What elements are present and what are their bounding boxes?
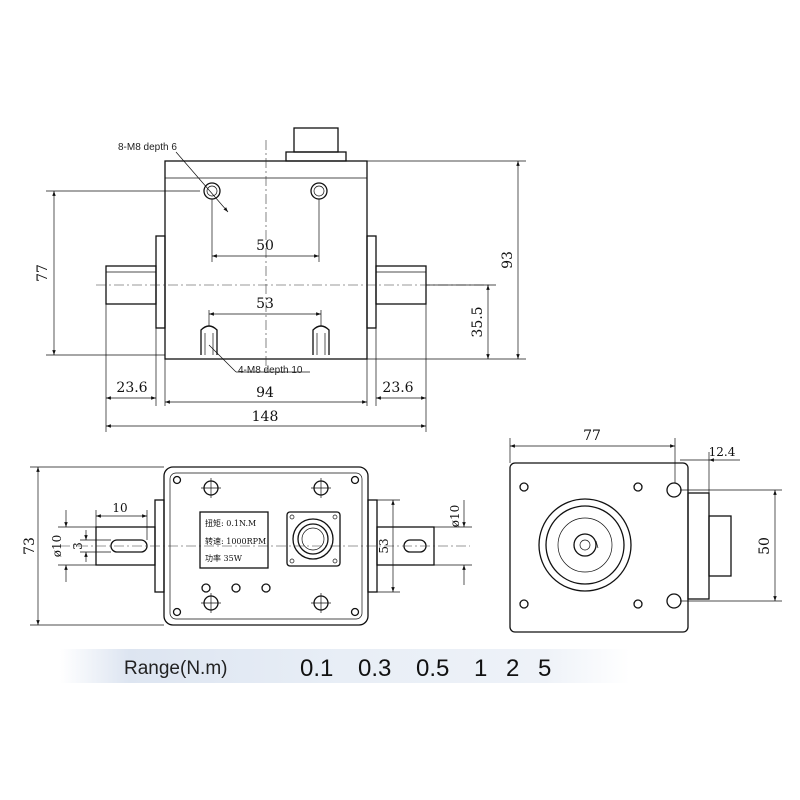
dim-77-side: 77 [583,428,601,444]
dim-50-side: 50 [757,537,773,555]
hole-icon [666,482,682,498]
dim-77: 77 [35,264,51,282]
side-view: 77 12.4 50 [509,428,782,633]
nameplate-speed: 转速: 1000RPM [205,536,266,546]
range-value: 0.5 [416,655,449,682]
connector-socket [286,511,341,567]
dim-10-key: 10 [112,501,127,515]
dim-94: 94 [256,385,274,401]
nameplate [199,511,269,569]
dim-53: 53 [256,296,274,312]
dim-50: 50 [256,238,274,254]
dim-dia10-right: ø10 [448,505,462,528]
dim-148: 148 [252,409,279,425]
nameplate-torque: 扭矩: 0.1N.M [205,518,256,528]
nameplate-power: 功率 35W [205,553,243,563]
dim-dia10-left: ø10 [50,535,64,558]
dim-12-4: 12.4 [709,445,736,459]
hole-icon [203,182,221,200]
shaft-flange [538,498,632,592]
top-view: 扭矩: 0.1N.M 转速: 1000RPM 功率 35W 73 ø10 3 [22,466,472,626]
connector [293,127,339,153]
range-label: Range(N.m) [124,658,227,679]
range-value: 0.1 [300,655,333,682]
dim-53-top: 53 [377,538,391,553]
dim-73: 73 [22,537,38,555]
range-value: 5 [538,655,551,682]
note-bottom-holes: 4-M8 depth 10 [238,365,303,376]
note-top-holes: 8-M8 depth 6 [118,142,177,153]
dim-35-5: 35.5 [470,306,486,337]
dim-3: 3 [71,542,85,550]
dim-23-6-left: 23.6 [116,380,147,396]
dim-93: 93 [500,251,516,269]
range-bar: Range(N.m) 0.1 0.3 0.5 1 2 5 [60,649,630,683]
hole-icon [310,182,328,200]
range-value: 0.3 [358,655,391,682]
dim-23-6-right: 23.6 [382,380,413,396]
side-body [509,462,689,633]
range-value: 1 [474,655,487,682]
front-view: 50 8-M8 depth 6 53 4-M8 depth 10 77 93 3… [35,127,526,432]
range-value: 2 [506,655,519,682]
hole-icon [666,593,682,609]
